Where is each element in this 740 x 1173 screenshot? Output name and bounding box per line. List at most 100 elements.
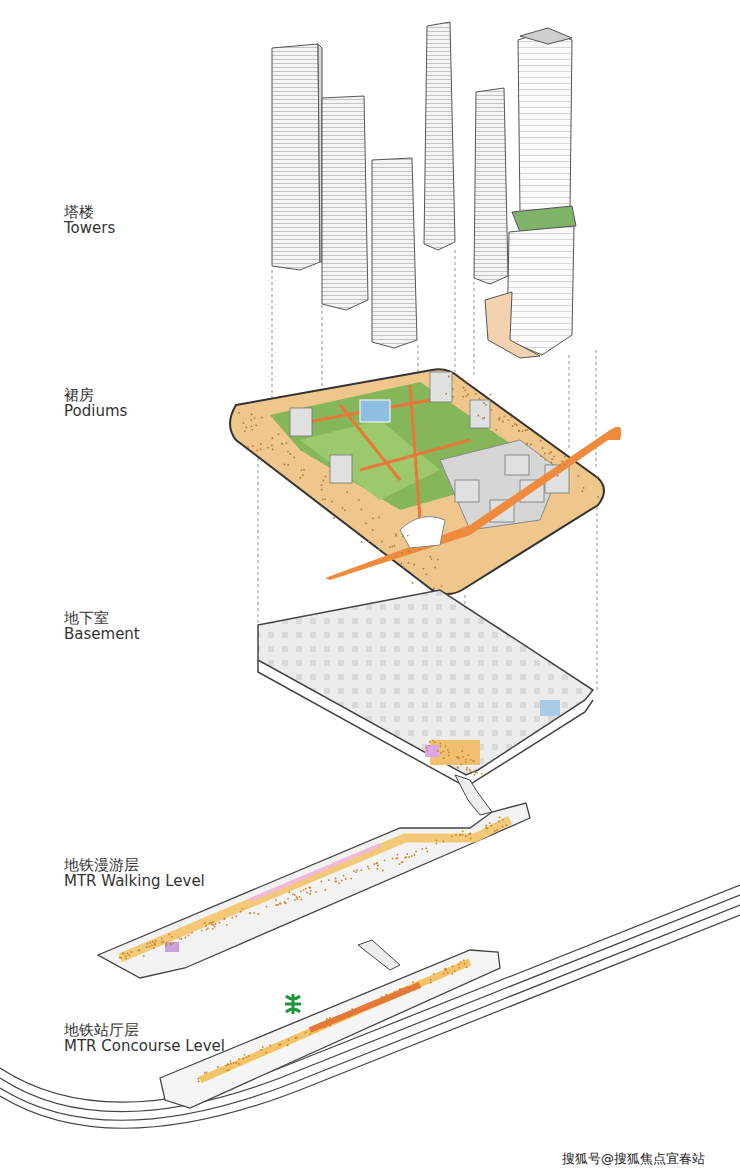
crowd-dot	[244, 430, 246, 432]
crowd-dot	[434, 567, 436, 569]
crowd-dot	[233, 1062, 235, 1064]
crowd-dot	[526, 443, 528, 445]
crowd-dot	[349, 1015, 351, 1017]
crowd-dot	[128, 954, 130, 956]
crowd-dot	[344, 509, 346, 511]
crowd-dot	[320, 881, 322, 883]
crowd-dot	[284, 902, 286, 904]
crowd-dot	[462, 378, 464, 380]
crowd-dot	[430, 982, 432, 984]
crowd-dot	[231, 917, 233, 919]
crowd-dot	[393, 545, 395, 547]
crowd-dot	[347, 1014, 349, 1016]
crowd-dot	[426, 747, 428, 749]
crowd-dot	[512, 425, 514, 427]
crowd-dot	[429, 741, 431, 743]
layer-label: 地下室	[64, 610, 109, 627]
crowd-dot	[172, 942, 174, 944]
crowd-dot	[288, 891, 290, 893]
crowd-dot	[151, 944, 153, 946]
crowd-dot	[470, 759, 472, 761]
crowd-dot	[365, 1005, 367, 1007]
crowd-dot	[413, 564, 415, 566]
crowd-dot	[384, 860, 386, 862]
crowd-dot	[441, 585, 443, 587]
crowd-dot	[198, 1078, 200, 1080]
crowd-dot	[309, 1033, 311, 1035]
crowd-dot	[467, 394, 469, 396]
crowd-dot	[395, 858, 397, 860]
crowd-dot	[296, 897, 298, 899]
crowd-dot	[473, 761, 475, 763]
crowd-dot	[342, 507, 344, 509]
crowd-dot	[406, 986, 408, 988]
crowd-dot	[426, 851, 428, 853]
crowd-dot	[550, 461, 552, 463]
crowd-dot	[396, 854, 398, 856]
crowd-dot	[254, 417, 256, 419]
crowd-dot	[478, 415, 480, 417]
crowd-dot	[311, 1030, 313, 1032]
layer-label: Towers	[64, 220, 115, 237]
crowd-dot	[119, 957, 121, 959]
crowd-dot	[372, 529, 374, 531]
crowd-dot	[250, 425, 252, 427]
crowd-dot	[324, 498, 326, 500]
crowd-dot	[381, 996, 383, 998]
crowd-dot	[300, 899, 302, 901]
crowd-dot	[466, 767, 468, 769]
crowd-dot	[322, 499, 324, 501]
crowd-dot	[288, 1039, 290, 1041]
crowd-dot	[169, 942, 171, 944]
crowd-dot	[198, 1080, 200, 1082]
crowd-dot	[212, 928, 214, 930]
layer-label: 地铁站厅层	[64, 1022, 139, 1039]
crowd-dot	[518, 430, 520, 432]
crowd-dot	[123, 953, 125, 955]
crowd-dot	[580, 466, 582, 468]
crowd-dot	[300, 891, 302, 893]
crowd-dot	[284, 464, 286, 466]
mtr-concourse-level	[160, 940, 500, 1108]
crowd-dot	[411, 855, 413, 857]
crowd-dot	[516, 424, 518, 426]
crowd-dot	[462, 834, 464, 836]
crowd-dot	[242, 908, 244, 910]
crowd-dot	[432, 740, 434, 742]
crowd-dot	[335, 878, 337, 880]
crowd-dot	[143, 955, 145, 957]
crowd-dot	[368, 868, 370, 870]
crowd-dot	[508, 419, 510, 421]
crowd-dot	[238, 1063, 240, 1065]
crowd-dot	[436, 843, 438, 845]
crowd-dot	[504, 416, 506, 418]
crowd-dot	[465, 835, 467, 837]
crowd-dot	[522, 430, 524, 432]
crowd-dot	[502, 421, 504, 423]
crowd-dot	[452, 965, 454, 967]
crowd-dot	[395, 533, 397, 535]
crowd-dot	[225, 1065, 227, 1067]
crowd-dot	[451, 973, 453, 975]
crowd-dot	[166, 944, 168, 946]
crowd-dot	[376, 868, 378, 870]
crowd-dot	[275, 904, 277, 906]
crowd-dot	[486, 828, 488, 830]
crowd-dot	[464, 389, 466, 391]
crowd-dot	[383, 1000, 385, 1002]
crowd-dot	[213, 921, 215, 923]
basement	[258, 590, 593, 787]
crowd-dot	[331, 501, 333, 503]
crowd-dot	[353, 870, 355, 872]
crowd-dot	[272, 437, 274, 439]
crowd-dot	[499, 417, 501, 419]
crowd-dot	[365, 523, 367, 525]
crowd-dot	[230, 1063, 232, 1065]
crowd-dot	[465, 382, 467, 384]
crowd-dot	[414, 989, 416, 991]
crowd-dot	[161, 941, 163, 943]
crowd-dot	[412, 582, 414, 584]
crowd-dot	[269, 1045, 271, 1047]
crowd-dot	[583, 487, 585, 489]
